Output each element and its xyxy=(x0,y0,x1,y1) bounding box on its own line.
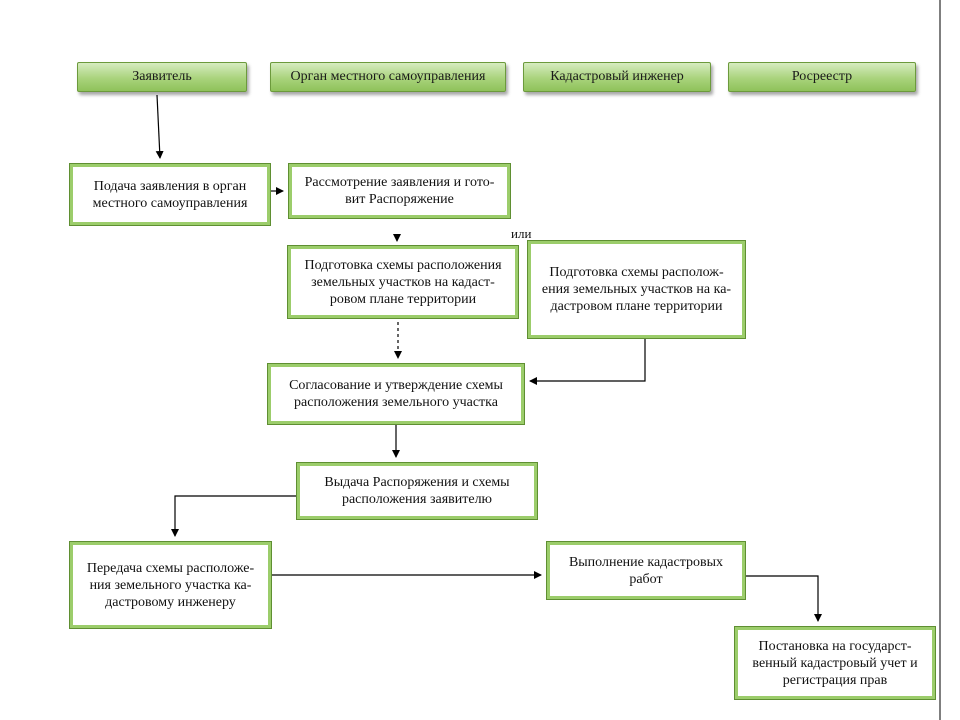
step-registration: Постановка на государст- венный кадастро… xyxy=(734,626,936,700)
arrow-engineer-prep-to-approve xyxy=(529,339,646,385)
arrow-applicant-to-submit xyxy=(155,94,164,159)
step-issue-order: Выдача Распоряжения и схемы расположения… xyxy=(296,462,538,520)
step-cadastral-works: Выполнение кадастровых работ xyxy=(546,541,746,600)
step-prepare-scheme-engineer: Подготовка схемы располож- ения земельны… xyxy=(527,240,746,339)
step-transfer-to-engineer: Передача схемы расположе- ния земельного… xyxy=(69,541,272,629)
arrow-issue-to-transfer xyxy=(171,495,296,537)
lane-header-local-government: Орган местного самоуправления xyxy=(270,62,506,92)
step-submit-application: Подача заявления в орган местного самоуп… xyxy=(69,163,271,226)
arrow-works-to-registration xyxy=(746,575,822,622)
lane-header-rosreestr: Росреестр xyxy=(728,62,916,92)
lane-header-applicant: Заявитель xyxy=(77,62,247,92)
lane-header-cadastral-engineer: Кадастровый инженер xyxy=(523,62,711,92)
page-right-border xyxy=(939,0,941,720)
step-review-application: Рассмотрение заявления и гото- вит Распо… xyxy=(288,163,511,219)
step-prepare-scheme-local: Подготовка схемы расположения земельных … xyxy=(287,245,519,319)
step-approve-scheme: Согласование и утверждение схемы располо… xyxy=(267,363,525,425)
or-label: или xyxy=(511,226,532,241)
